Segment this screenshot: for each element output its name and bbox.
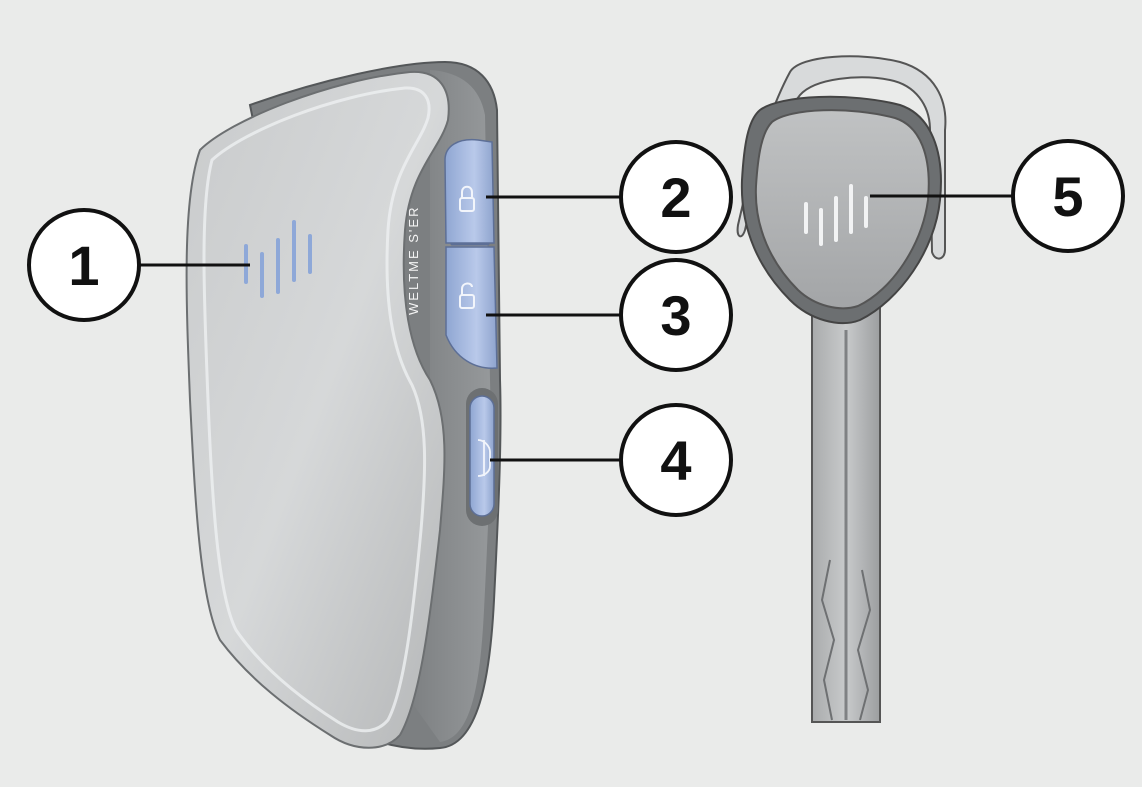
blade-cut-2 xyxy=(856,569,872,721)
callout-circle xyxy=(1011,139,1125,253)
lock-icon xyxy=(459,185,475,212)
key-head-front xyxy=(754,109,930,310)
callout-4: 4 xyxy=(619,403,733,517)
callout-number: 5 xyxy=(1052,165,1083,228)
unlock-button[interactable] xyxy=(445,246,498,369)
unlock-icon xyxy=(459,282,475,309)
callout-1: 1 xyxy=(27,208,141,322)
wave-logo-icon xyxy=(804,184,868,246)
mechanical-key xyxy=(736,55,947,723)
lock-button[interactable] xyxy=(444,138,495,244)
key-logo xyxy=(804,184,868,246)
fob-front-face xyxy=(185,70,450,749)
fob-bevel xyxy=(202,86,431,733)
lock-button-shape[interactable] xyxy=(444,138,495,244)
blade-cut xyxy=(820,559,836,721)
trunk-button-shape[interactable] xyxy=(469,395,495,517)
callout-2: 2 xyxy=(619,140,733,254)
callout-number: 2 xyxy=(660,166,691,229)
callout-circle xyxy=(619,403,733,517)
callout-number: 4 xyxy=(660,429,691,492)
trunk-button[interactable] xyxy=(466,388,498,526)
callout-3: 3 xyxy=(619,258,733,372)
callout-circle xyxy=(619,258,733,372)
callout-number: 3 xyxy=(660,284,691,347)
brand-label: WELTME S'ER xyxy=(406,206,421,315)
callout-5: 5 xyxy=(1011,139,1125,253)
callout-circle xyxy=(619,140,733,254)
callout-lines xyxy=(138,194,1016,462)
remote-fob: WELTME S'ER xyxy=(185,60,502,750)
callout-circle xyxy=(27,208,141,322)
callout-number: 1 xyxy=(68,234,99,297)
